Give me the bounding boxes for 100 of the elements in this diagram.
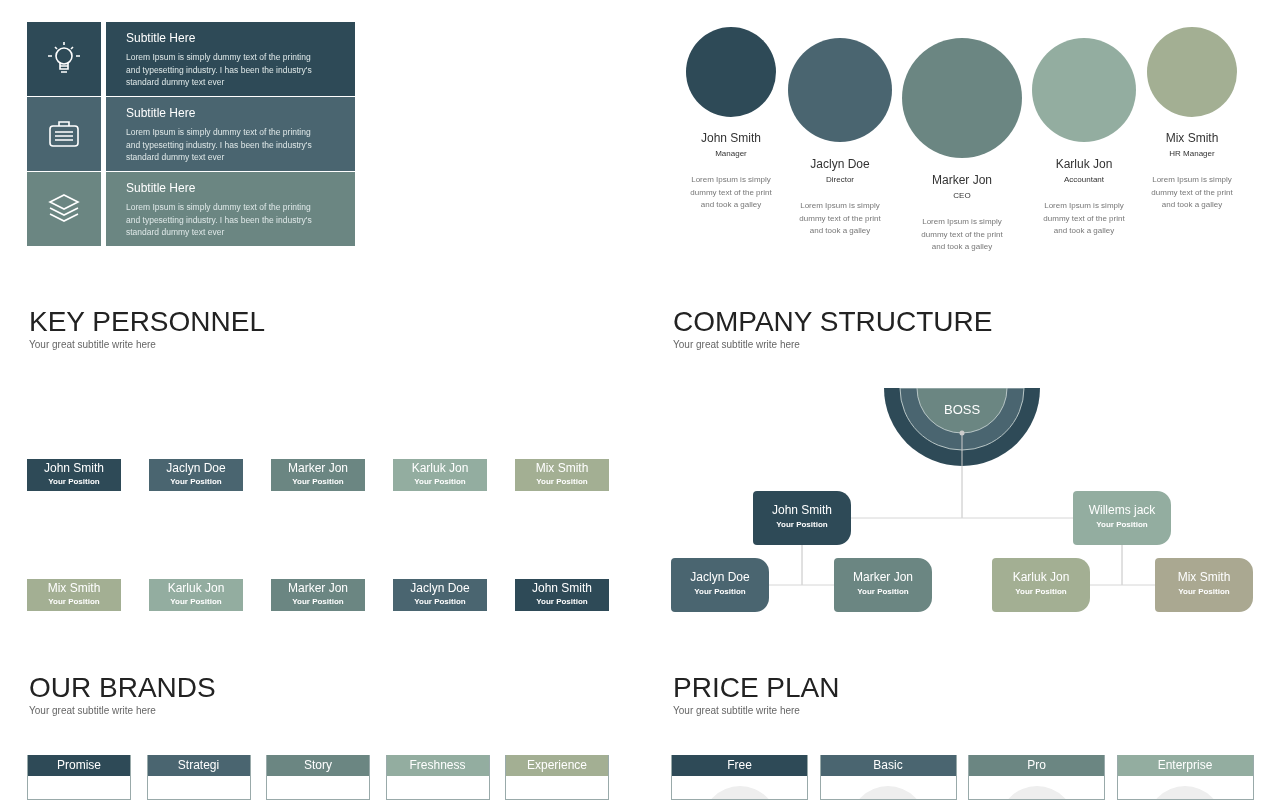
person-name: Mix Smith xyxy=(1164,131,1220,145)
position-label: Your Position xyxy=(413,477,467,486)
subtitle: Subtitle Here xyxy=(126,106,197,120)
person-name: Jaclyn Doe xyxy=(809,157,871,171)
card xyxy=(266,755,370,800)
name-tag xyxy=(271,579,365,611)
price-card xyxy=(968,755,1105,800)
card xyxy=(505,755,609,800)
section-subtitle: Your great subtitle write here xyxy=(29,705,156,716)
person-name: John Smith xyxy=(700,131,762,145)
person-name: John Smith xyxy=(771,503,833,517)
person-name: Jaclyn Doe xyxy=(165,461,227,475)
description: Lorem Ipsum is simply dummy text of the print and took a galley xyxy=(798,200,882,237)
position-label: Your Position xyxy=(413,597,467,606)
position-label: Your Position xyxy=(169,477,223,486)
person-name: Marker Jon xyxy=(931,173,993,187)
card xyxy=(146,755,251,800)
section-subtitle: Your great subtitle write here xyxy=(29,339,156,350)
subtitle: Subtitle Here xyxy=(126,181,197,195)
description: Lorem Ipsum is simply dummy text of the print and took a galley xyxy=(1042,200,1126,237)
body-text: Lorem Ipsum is simply dummy text of the printing and typesetting industry. I has been the industry's standard dummy text ever xyxy=(126,201,313,239)
section-title: PRICE PLAN xyxy=(673,672,840,704)
boss-label: BOSS xyxy=(944,402,980,417)
position-label: Your Position xyxy=(535,477,589,486)
job-title: Manager xyxy=(714,149,748,158)
name-tag xyxy=(149,459,243,491)
position-box xyxy=(992,558,1090,612)
card-header: Promise xyxy=(28,755,130,776)
price-card xyxy=(819,755,957,800)
person-name: Karluk Jon xyxy=(410,461,470,475)
position-label: Your Position xyxy=(1177,587,1231,596)
price-card xyxy=(1116,755,1254,800)
person-name: Marker Jon xyxy=(852,570,914,584)
body-text: Lorem Ipsum is simply dummy text of the printing and typesetting industry. I has been the industry's standard dummy text ever xyxy=(126,51,313,89)
person-name: Mix Smith xyxy=(534,461,590,475)
name-tag xyxy=(515,459,609,491)
person-name: Jaclyn Doe xyxy=(409,581,471,595)
connector-line xyxy=(801,544,835,586)
position-label: Your Position xyxy=(535,597,589,606)
position-box xyxy=(1155,558,1253,612)
description: Lorem Ipsum is simply dummy text of the print and took a galley xyxy=(1150,174,1234,211)
position-label: Your Position xyxy=(47,597,101,606)
job-title: HR Manager xyxy=(1168,149,1216,158)
card-header: Experience xyxy=(506,755,608,776)
position-label: Your Position xyxy=(856,587,910,596)
description: Lorem Ipsum is simply dummy text of the print and took a galley xyxy=(689,174,773,211)
section-title: COMPANY STRUCTURE xyxy=(673,306,993,338)
section-title: OUR BRANDS xyxy=(29,672,216,704)
connector-line xyxy=(961,465,1074,519)
section-subtitle: Your great subtitle write here xyxy=(673,339,800,350)
name-tag xyxy=(27,579,121,611)
text-panel xyxy=(106,97,355,171)
position-label: Your Position xyxy=(47,477,101,486)
text-panel xyxy=(106,172,355,246)
position-label: Your Position xyxy=(693,587,747,596)
person-name: Karluk Jon xyxy=(1054,157,1114,171)
person-name: Jaclyn Doe xyxy=(689,570,751,584)
name-tag xyxy=(393,459,487,491)
job-title: Accountant xyxy=(1063,175,1105,184)
connector-line xyxy=(1121,544,1156,586)
card-header: Free xyxy=(672,755,807,776)
name-tag xyxy=(393,579,487,611)
person-name: Marker Jon xyxy=(287,581,349,595)
subtitle: Subtitle Here xyxy=(126,31,197,45)
position-label: Your Position xyxy=(291,477,345,486)
position-box xyxy=(1073,491,1171,545)
person-name: John Smith xyxy=(531,581,593,595)
position-box xyxy=(671,558,769,612)
position-label: Your Position xyxy=(1014,587,1068,596)
job-title: Director xyxy=(825,175,855,184)
person-name: John Smith xyxy=(43,461,105,475)
text-panel xyxy=(106,22,355,96)
card-header: Strategi xyxy=(147,755,250,776)
position-box xyxy=(834,558,932,612)
description: Lorem Ipsum is simply dummy text of the print and took a galley xyxy=(920,216,1004,253)
person-name: Mix Smith xyxy=(1176,570,1232,584)
section-subtitle: Your great subtitle write here xyxy=(673,705,800,716)
price-card xyxy=(671,755,808,800)
job-title: CEO xyxy=(952,191,972,200)
person-name: Willems jack xyxy=(1087,503,1157,517)
card-header: Enterprise xyxy=(1117,755,1253,776)
name-tag xyxy=(515,579,609,611)
card-header: Story xyxy=(267,755,369,776)
card-header: Basic xyxy=(820,755,956,776)
card-header: Freshness xyxy=(386,755,489,776)
person-name: Karluk Jon xyxy=(1011,570,1071,584)
position-label: Your Position xyxy=(775,520,829,529)
name-tag xyxy=(149,579,243,611)
position-label: Your Position xyxy=(169,597,223,606)
person-name: Mix Smith xyxy=(46,581,102,595)
card xyxy=(27,755,131,800)
name-tag xyxy=(27,459,121,491)
body-text: Lorem Ipsum is simply dummy text of the printing and typesetting industry. I has been the industry's standard dummy text ever xyxy=(126,126,313,164)
position-label: Your Position xyxy=(1095,520,1149,529)
person-name: Marker Jon xyxy=(287,461,349,475)
position-label: Your Position xyxy=(291,597,345,606)
card-header: Pro xyxy=(969,755,1104,776)
person-name: Karluk Jon xyxy=(166,581,226,595)
position-box xyxy=(753,491,851,545)
section-title: KEY PERSONNEL xyxy=(29,306,266,338)
